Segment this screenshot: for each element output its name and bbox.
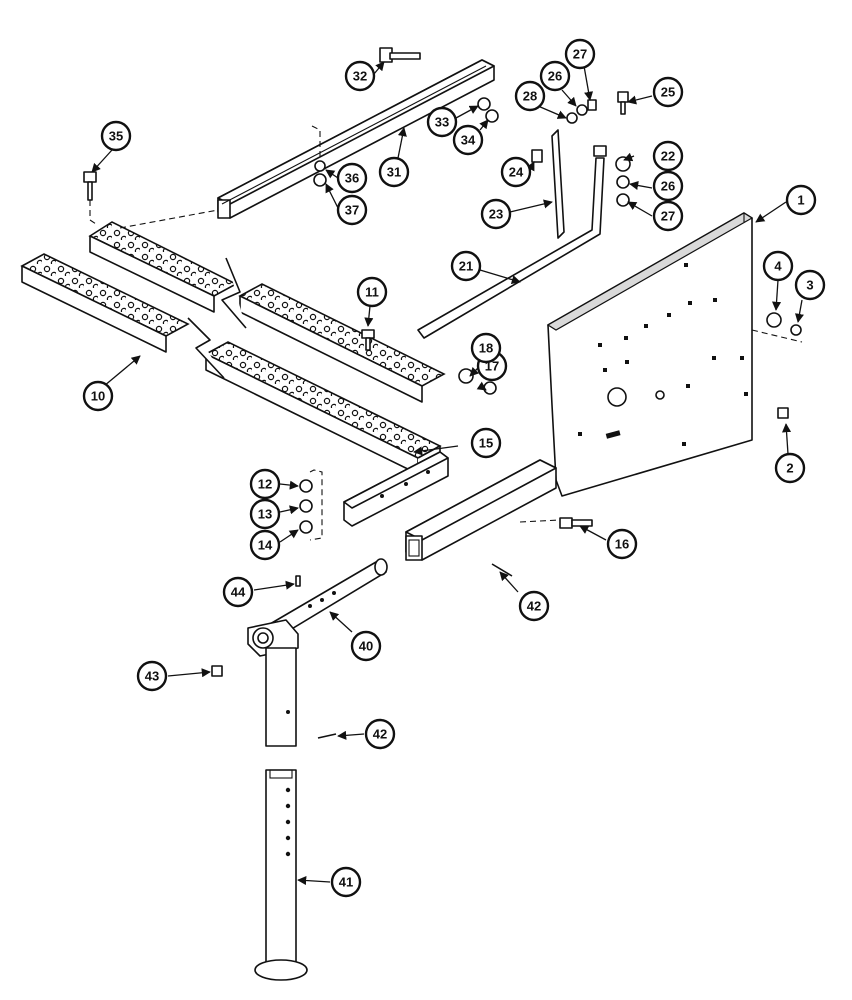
callout-25: 25 — [652, 76, 684, 108]
svg-text:24: 24 — [509, 165, 524, 180]
callout-24: 24 — [500, 156, 532, 188]
angle-bracket — [343, 451, 449, 527]
callout-42-upper: 42 — [518, 590, 550, 622]
upper-channel — [217, 59, 495, 219]
svg-text:14: 14 — [258, 538, 273, 553]
svg-text:42: 42 — [527, 599, 541, 614]
callout-35: 35 — [100, 120, 132, 152]
svg-text:2: 2 — [786, 461, 793, 476]
jack-lower-post — [254, 769, 308, 981]
callout-41: 41 — [330, 866, 362, 898]
jack-head — [247, 619, 299, 657]
svg-text:23: 23 — [489, 207, 503, 222]
callout-1: 1 — [785, 184, 817, 216]
hardware — [83, 47, 802, 739]
callout-14: 14 — [249, 529, 281, 561]
callout-26: 26 — [539, 60, 571, 92]
callout-26-lower: 26 — [652, 170, 684, 202]
svg-text:32: 32 — [353, 69, 367, 84]
callout-34: 34 — [452, 124, 484, 156]
svg-text:26: 26 — [548, 69, 562, 84]
callout-42-lower: 42 — [364, 718, 396, 750]
callout-4: 4 — [762, 250, 794, 282]
callout-15: 15 — [470, 427, 502, 459]
svg-text:25: 25 — [661, 85, 675, 100]
assembly-lines — [89, 125, 803, 541]
svg-text:36: 36 — [345, 171, 359, 186]
callout-13: 13 — [249, 498, 281, 530]
callout-37: 37 — [336, 194, 368, 226]
side-panel — [546, 212, 754, 497]
svg-text:31: 31 — [387, 165, 401, 180]
svg-text:26: 26 — [661, 179, 675, 194]
callout-10: 10 — [82, 380, 114, 412]
svg-text:22: 22 — [661, 149, 675, 164]
svg-text:27: 27 — [573, 47, 587, 62]
callout-28: 28 — [514, 80, 546, 112]
callout-12: 12 — [249, 468, 281, 500]
callout-21: 21 — [450, 250, 482, 282]
svg-text:33: 33 — [435, 115, 449, 130]
svg-text:40: 40 — [359, 639, 373, 654]
callout-32: 32 — [344, 60, 376, 92]
callout-40: 40 — [350, 630, 382, 662]
callout-23: 23 — [480, 198, 512, 230]
jack-upper-post — [265, 647, 297, 747]
perforated-step-rear — [88, 221, 446, 403]
svg-text:12: 12 — [258, 477, 272, 492]
svg-text:11: 11 — [365, 285, 379, 300]
lower-square-tube — [405, 459, 557, 561]
svg-text:15: 15 — [479, 436, 493, 451]
callout-2: 2 — [774, 452, 806, 484]
callout-36: 36 — [336, 162, 368, 194]
callout-11: 11 — [356, 276, 388, 308]
svg-text:41: 41 — [339, 875, 353, 890]
callout-43: 43 — [136, 660, 168, 692]
callout-16: 16 — [606, 528, 638, 560]
svg-text:13: 13 — [258, 507, 272, 522]
callout-33: 33 — [426, 106, 458, 138]
svg-text:42: 42 — [373, 727, 387, 742]
svg-text:3: 3 — [806, 278, 813, 293]
svg-text:43: 43 — [145, 669, 159, 684]
callout-27-lower: 27 — [652, 200, 684, 232]
break-lines — [187, 257, 247, 379]
svg-text:35: 35 — [109, 129, 123, 144]
support-strap-long — [417, 145, 607, 339]
callout-18: 18 — [470, 332, 502, 364]
callout-31: 31 — [378, 156, 410, 188]
svg-text:37: 37 — [345, 203, 359, 218]
callout-22: 22 — [652, 140, 684, 172]
svg-text:1: 1 — [797, 193, 804, 208]
svg-text:28: 28 — [523, 89, 537, 104]
svg-text:18: 18 — [479, 341, 493, 356]
svg-text:16: 16 — [615, 537, 629, 552]
callout-27: 27 — [564, 38, 596, 70]
svg-text:4: 4 — [774, 259, 782, 274]
svg-text:21: 21 — [459, 259, 473, 274]
callout-3: 3 — [794, 269, 826, 301]
svg-text:34: 34 — [461, 133, 476, 148]
svg-text:27: 27 — [661, 209, 675, 224]
callout-44: 44 — [222, 576, 254, 608]
perforated-step-front — [20, 253, 442, 475]
svg-text:44: 44 — [231, 585, 246, 600]
svg-text:10: 10 — [91, 389, 105, 404]
support-strap-short — [551, 129, 565, 239]
